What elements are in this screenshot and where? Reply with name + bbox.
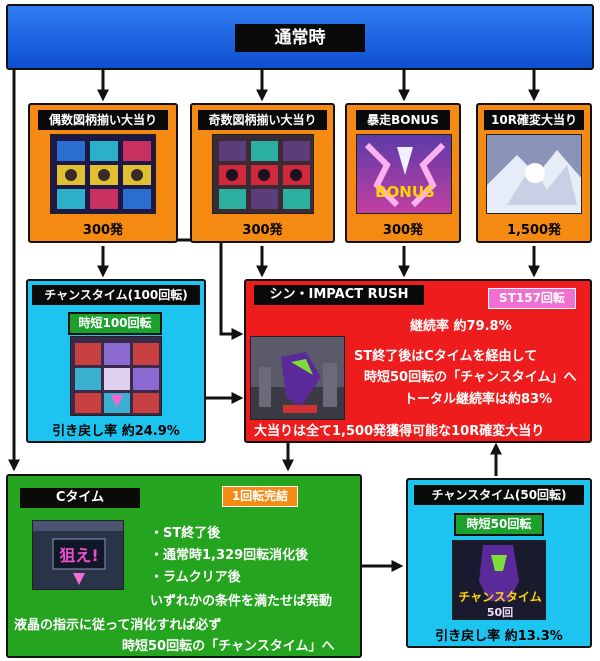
ctime-condition-2: ・通常時1,329回転消化後 <box>150 548 309 563</box>
10r-hit-label: 10R確変大当り <box>484 110 584 130</box>
rush-text-line2: 時短50回転の「チャンスタイム」へ <box>364 370 577 385</box>
ctime-note-2: 時短50回転の「チャンスタイム」へ <box>122 639 335 654</box>
normal-state-title: 通常時 <box>235 24 365 52</box>
10r-hit-image <box>486 134 582 214</box>
chance50-image-sub: 50回 <box>487 605 513 619</box>
10r-hit-art-image <box>487 135 581 213</box>
ctime-image: 狙え! <box>32 520 124 590</box>
10r-hit-count: 1,500発 <box>506 223 562 238</box>
odd-hit-label: 奇数図柄揃い大当り <box>198 110 327 130</box>
rush-continuation-rate: 継続率 約79.8% <box>410 319 512 334</box>
ctime-screen-text: 狙え! <box>59 546 98 565</box>
rush-text-line3: トータル継続率は約83% <box>404 392 553 407</box>
ctime-note-1: 液晶の指示に従って消化すれば必ず <box>14 618 222 633</box>
ctime-trigger: いずれかの条件を満たせば発動 <box>150 594 333 609</box>
chance50-eva-image: チャンスタイム 50回 <box>453 541 545 619</box>
chance-time-100-badge: 時短100回転 <box>68 312 162 335</box>
odd-hit-image <box>212 134 314 214</box>
even-hit-count: 300発 <box>82 223 124 238</box>
chance-time-50-badge: 時短50回転 <box>454 513 544 536</box>
rush-st-badge: ST157回転 <box>488 288 576 309</box>
even-hit-label: 偶数図柄揃い大当り <box>38 110 168 130</box>
ctime-condition-1: ・ST終了後 <box>150 526 221 541</box>
odd-hit-count: 300発 <box>242 223 283 238</box>
rush-title: シン・IMPACT RUSH <box>254 285 424 305</box>
chance-time-50-image: チャンスタイム 50回 <box>452 540 546 620</box>
chance-time-100-image <box>70 336 162 416</box>
bonus-logo-image: BONUS <box>357 135 451 213</box>
rush-text-line4: 大当りは全て1,500発獲得可能な10R確変大当り <box>254 424 545 439</box>
chance-time-100-rate: 引き戻し率 約24.9% <box>52 424 180 439</box>
chance-time-50-title: チャンスタイム(50回転) <box>414 485 584 505</box>
reel-grid-image <box>51 135 155 213</box>
chance50-image-text: チャンスタイム <box>458 590 541 604</box>
chance-time-50-rate: 引き戻し率 約13.3% <box>435 629 563 644</box>
bonus-hit-count: 300発 <box>382 223 424 238</box>
ctime-badge: 1回転完結 <box>222 486 298 507</box>
bonus-hit-image: BONUS <box>356 134 452 214</box>
rush-eva-image <box>251 337 344 419</box>
ctime-condition-3: ・ラムクリア後 <box>150 570 241 585</box>
even-hit-image <box>50 134 156 214</box>
reel-grid-image-odd <box>213 135 313 213</box>
rush-image <box>250 336 345 420</box>
chance-time-100-title: チャンスタイム(100回転) <box>32 285 200 305</box>
ctime-title: Cタイム <box>20 488 140 508</box>
ctime-screen-image: 狙え! <box>33 521 123 589</box>
rush-text-line1: ST終了後はCタイムを経由して <box>354 349 538 364</box>
chance100-reel-image <box>71 337 161 415</box>
bonus-logo-text: BONUS <box>375 183 435 201</box>
bonus-hit-label: 暴走BONUS <box>356 110 450 130</box>
